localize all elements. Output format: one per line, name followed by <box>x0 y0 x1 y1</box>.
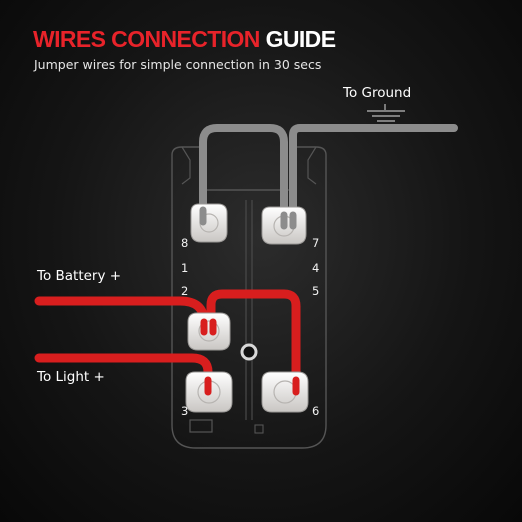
center-led-hole <box>240 343 258 361</box>
pin-number: 7 <box>312 236 320 250</box>
title-part-red: WIRES CONNECTION <box>33 26 260 52</box>
pin-number: 4 <box>312 261 320 275</box>
switch-bottom-tab <box>189 419 213 433</box>
wire-entry-caps <box>199 206 300 396</box>
terminal-6 <box>261 371 309 413</box>
gray-jumper-wires <box>199 124 458 219</box>
label-to-battery: To Battery + <box>37 268 122 284</box>
pin-number: 5 <box>312 284 320 298</box>
pin-number: 2 <box>181 284 189 298</box>
pin-number: 6 <box>312 404 320 418</box>
terminal-8 <box>190 203 228 243</box>
pin-number: 1 <box>181 261 189 275</box>
pin-number: 3 <box>181 404 189 418</box>
guide-title: WIRES CONNECTION GUIDE <box>33 26 336 53</box>
label-to-light: To Light + <box>37 369 105 385</box>
title-part-white: GUIDE <box>265 26 336 52</box>
ground-symbol-icon <box>367 104 405 122</box>
label-to-ground: To Ground <box>343 85 412 101</box>
switch-housing-notch <box>181 146 317 185</box>
pin-number: 8 <box>181 236 189 250</box>
subtitle: Jumper wires for simple connection in 30… <box>34 57 322 72</box>
switch-body-outline <box>171 146 327 449</box>
switch-bottom-tab-right <box>254 424 264 434</box>
terminal-2 <box>187 312 231 351</box>
